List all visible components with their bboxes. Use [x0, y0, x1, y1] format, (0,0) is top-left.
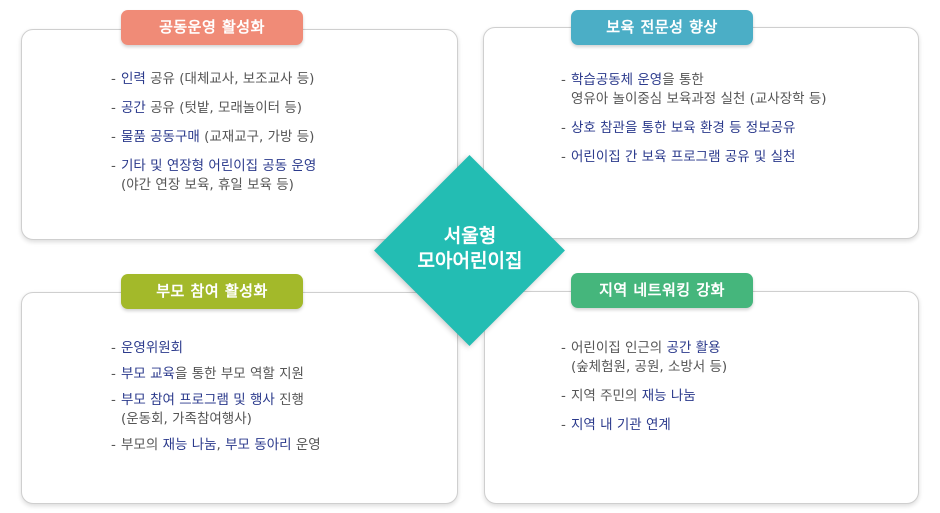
list-item-line: 어린이집 간 보육 프로그램 공유 및 실천 [571, 148, 827, 167]
list-item-line: (숲체험원, 공원, 소방서 등) [571, 358, 727, 377]
highlighted-text: 상호 참관을 통한 보육 환경 등 정보공유 [571, 120, 796, 136]
list-item-line: 지역 주민의 재능 나눔 [571, 387, 727, 406]
highlighted-text: 부모 동아리 [225, 437, 292, 453]
section-title-expertise: 보육 전문성 향상 [571, 10, 753, 45]
center-label-line1: 서울형 [443, 225, 497, 247]
item-text: 영유아 놀이중심 보육과정 실천 (교사장학 등) [571, 91, 827, 107]
list-item-line: (야간 연장 보육, 휴일 보육 등) [121, 176, 316, 195]
list-item: 운영위원회 [111, 339, 321, 358]
item-text: (야간 연장 보육, 휴일 보육 등) [121, 177, 294, 193]
highlighted-text: 부모 참여 프로그램 및 행사 [121, 392, 275, 408]
item-text: 운영 [291, 437, 321, 453]
list-item: 기타 및 연장형 어린이집 공동 운영 (야간 연장 보육, 휴일 보육 등) [111, 157, 316, 195]
list-item: 상호 참관을 통한 보육 환경 등 정보공유 [561, 119, 827, 138]
list-item-line: 부모 참여 프로그램 및 행사 진행 [121, 391, 321, 410]
item-text: 을 통한 [662, 72, 704, 88]
item-text: , [216, 437, 226, 453]
highlighted-text: 재능 나눔 [162, 437, 217, 453]
center-label-line2: 모아어린이집 [417, 250, 523, 272]
list-item: 지역 주민의 재능 나눔 [561, 387, 727, 406]
list-item: 어린이집 간 보육 프로그램 공유 및 실천 [561, 148, 827, 167]
item-text: 지역 주민의 [571, 388, 642, 404]
item-list-cooperative-operation: 인력 공유 (대체교사, 보조교사 등) 공간 공유 (텃밭, 모래놀이터 등) 물… [111, 70, 316, 205]
highlighted-text: 어린이집 간 보육 프로그램 공유 및 실천 [571, 149, 796, 165]
highlighted-text: 재능 나눔 [641, 388, 696, 404]
item-text: 어린이집 인근의 [571, 340, 667, 356]
highlighted-text: 물품 공동구매 [121, 129, 200, 145]
section-title-parent-participation: 부모 참여 활성화 [121, 274, 303, 309]
highlighted-text: 공간 활용 [666, 340, 721, 356]
item-text: 부모의 [121, 437, 163, 453]
list-item-line: 지역 내 기관 연계 [571, 416, 727, 435]
list-item-line: 상호 참관을 통한 보육 환경 등 정보공유 [571, 119, 827, 138]
list-item-line: 기타 및 연장형 어린이집 공동 운영 [121, 157, 316, 176]
list-item: 인력 공유 (대체교사, 보조교사 등) [111, 70, 316, 89]
item-text: 진행 [274, 392, 304, 408]
list-item: 물품 공동구매 (교재교구, 가방 등) [111, 128, 316, 147]
section-title-cooperative-operation: 공동운영 활성화 [121, 10, 303, 45]
highlighted-text: 지역 내 기관 연계 [571, 417, 671, 433]
list-item-line: 공간 공유 (텃밭, 모래놀이터 등) [121, 99, 316, 118]
section-title-local-networking: 지역 네트워킹 강화 [571, 273, 753, 308]
highlighted-text: 운영위원회 [121, 340, 184, 356]
item-text: 공유 (대체교사, 보조교사 등) [145, 71, 315, 87]
item-text: 을 통한 부모 역할 지원 [174, 366, 304, 382]
list-item-line: 영유아 놀이중심 보육과정 실천 (교사장학 등) [571, 90, 827, 109]
item-list-local-networking: 어린이집 인근의 공간 활용(숲체험원, 공원, 소방서 등)지역 주민의 재능… [561, 339, 727, 445]
highlighted-text: 학습공동체 운영 [571, 72, 663, 88]
highlighted-text: 공간 [121, 100, 146, 116]
list-item-line: 학습공동체 운영을 통한 [571, 71, 827, 90]
list-item-line: 부모 교육을 통한 부모 역할 지원 [121, 365, 321, 384]
list-item: 어린이집 인근의 공간 활용(숲체험원, 공원, 소방서 등) [561, 339, 727, 377]
list-item-line: 부모의 재능 나눔, 부모 동아리 운영 [121, 436, 321, 455]
list-item: 공간 공유 (텃밭, 모래놀이터 등) [111, 99, 316, 118]
item-text: (숲체험원, 공원, 소방서 등) [571, 359, 728, 375]
center-label: 서울형 모아어린이집 [390, 224, 550, 274]
highlighted-text: 인력 [121, 71, 146, 87]
list-item: 부모 참여 프로그램 및 행사 진행(운동회, 가족참여행사) [111, 391, 321, 429]
item-text: (운동회, 가족참여행사) [121, 411, 252, 427]
highlighted-text: 부모 교육 [121, 366, 175, 382]
list-item-line: 물품 공동구매 (교재교구, 가방 등) [121, 128, 316, 147]
list-item-line: 어린이집 인근의 공간 활용 [571, 339, 727, 358]
item-list-parent-participation: 운영위원회부모 교육을 통한 부모 역할 지원부모 참여 프로그램 및 행사 진… [111, 339, 321, 462]
list-item: 지역 내 기관 연계 [561, 416, 727, 435]
list-item-line: (운동회, 가족참여행사) [121, 410, 321, 429]
list-item: 부모의 재능 나눔, 부모 동아리 운영 [111, 436, 321, 455]
item-text: 공유 (텃밭, 모래놀이터 등) [145, 100, 303, 116]
item-text: (교재교구, 가방 등) [199, 129, 315, 145]
highlighted-text: 기타 및 연장형 어린이집 공동 운영 [121, 158, 317, 174]
list-item: 부모 교육을 통한 부모 역할 지원 [111, 365, 321, 384]
list-item-line: 운영위원회 [121, 339, 321, 358]
list-item-line: 인력 공유 (대체교사, 보조교사 등) [121, 70, 316, 89]
